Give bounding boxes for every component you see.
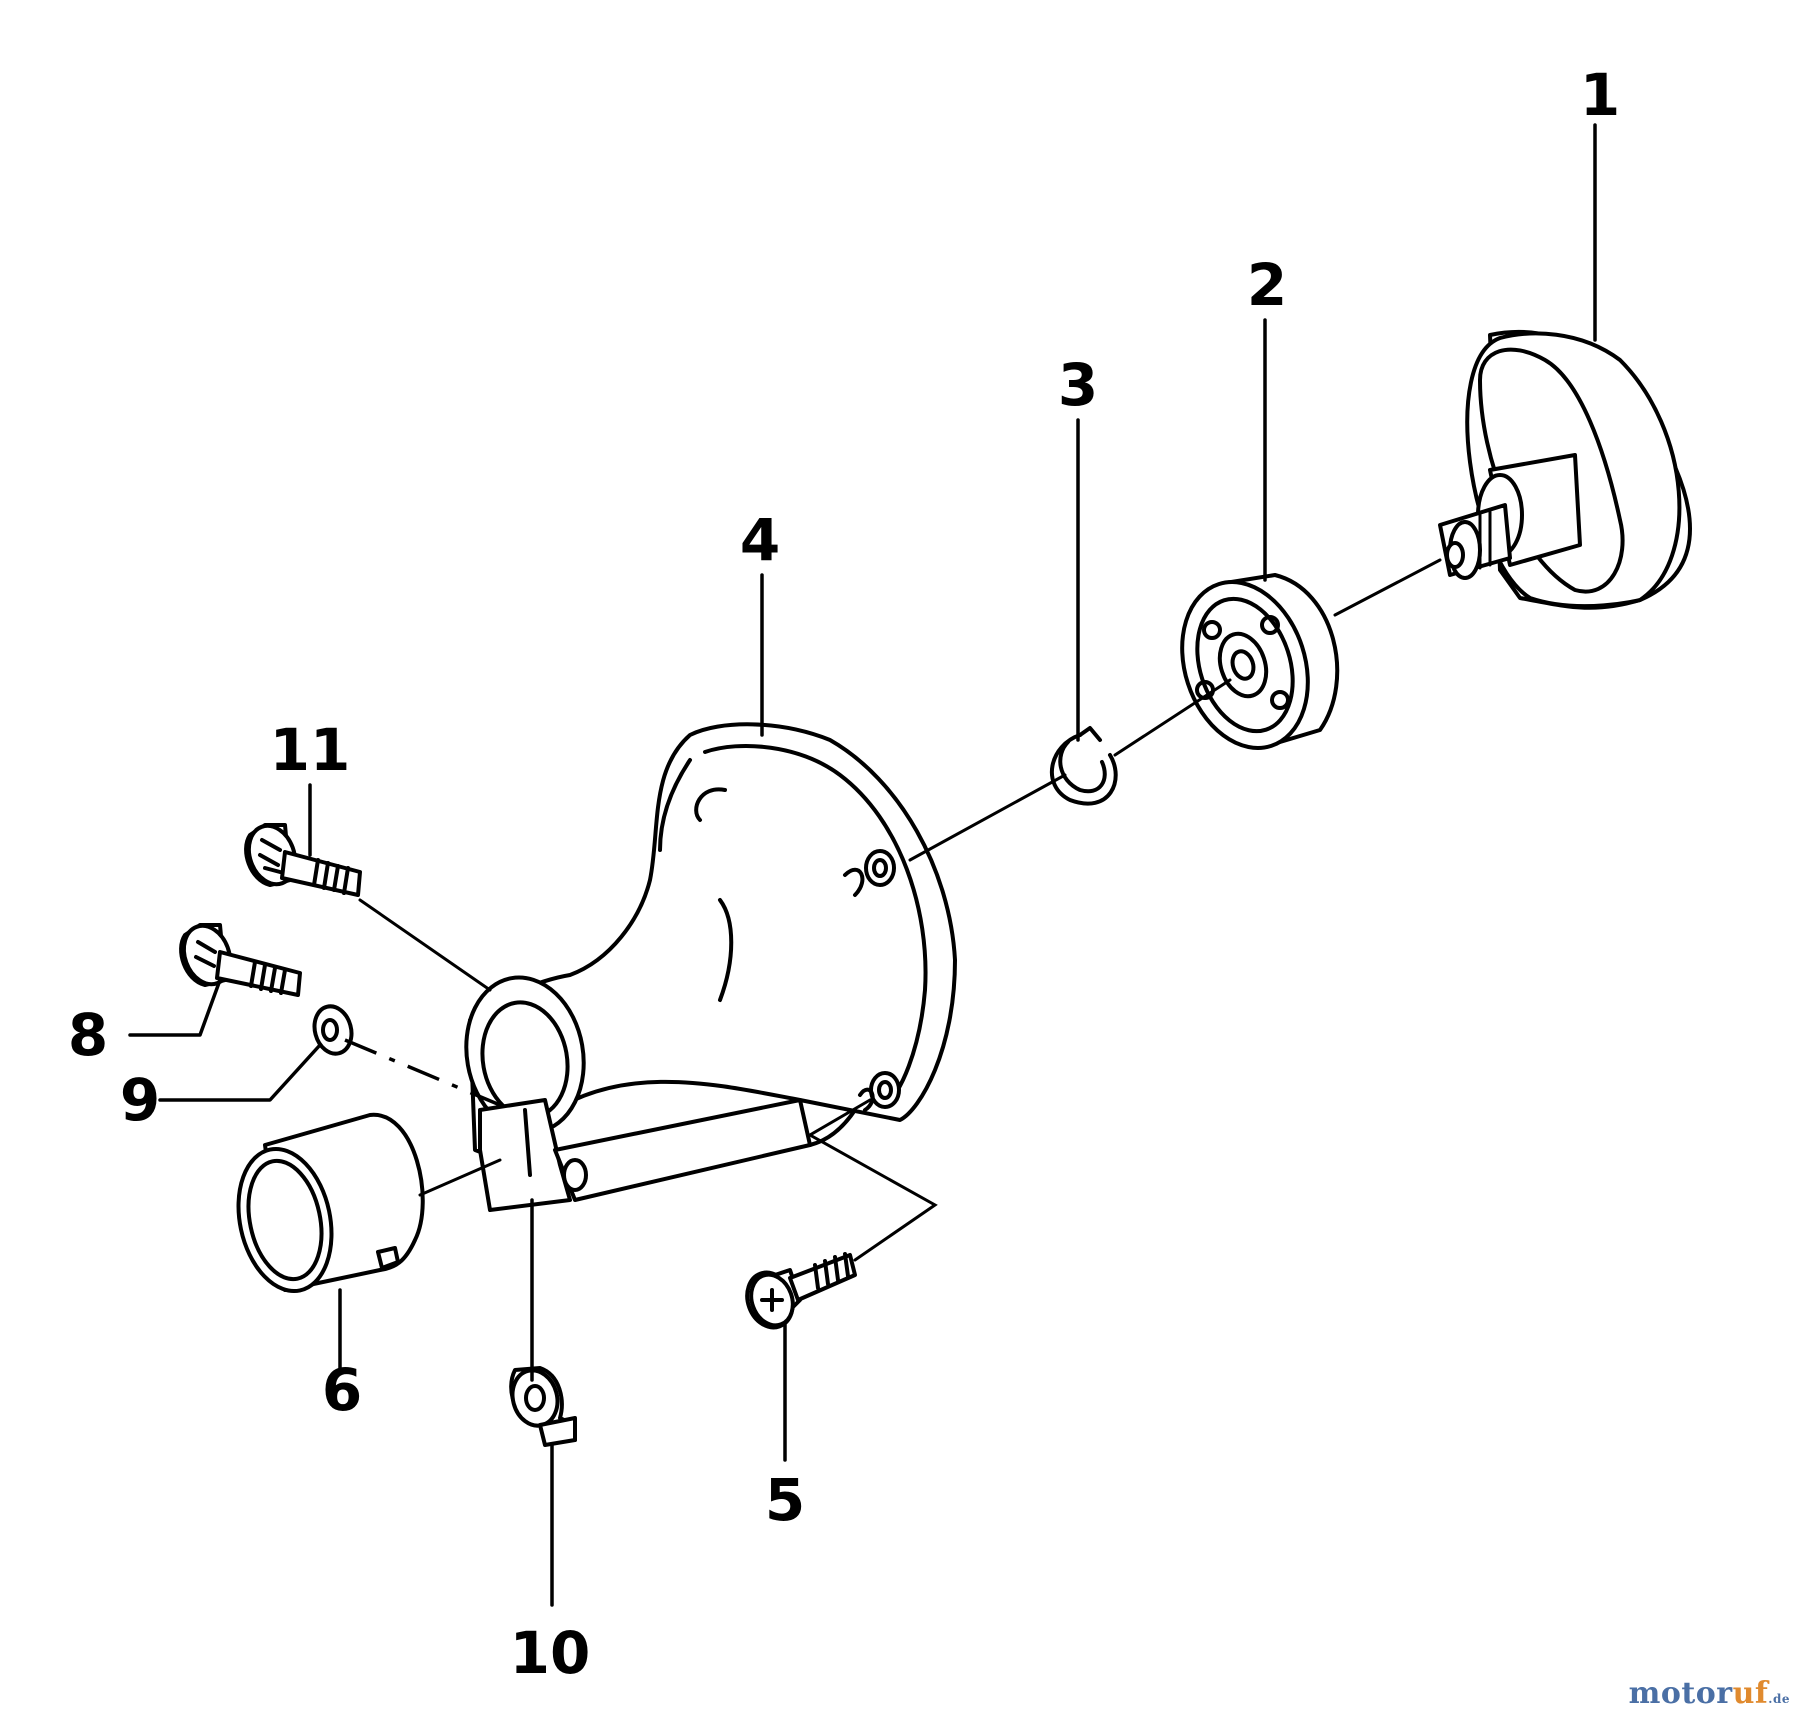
- callout-labels: 1 2 3 4 5 6 8 9 10 11: [68, 61, 1620, 1687]
- part-clutch-drum: [1438, 329, 1692, 610]
- watermark-logo: motoruf.de: [1629, 1676, 1790, 1711]
- callout-1: 1: [1580, 61, 1620, 129]
- callout-8: 8: [68, 1001, 108, 1069]
- callout-10: 10: [510, 1619, 591, 1687]
- watermark-part1: motor: [1628, 1676, 1733, 1711]
- part-ball-bearing: [1180, 573, 1340, 750]
- part-screw: [745, 1252, 857, 1330]
- part-sleeve: [236, 1112, 425, 1294]
- part-bolt-8: [179, 923, 302, 997]
- watermark-part3: .de: [1768, 1692, 1790, 1706]
- part-snap-ring: [1050, 726, 1118, 806]
- callout-11: 11: [270, 716, 351, 784]
- assembly-axis-lines: [344, 558, 1442, 1262]
- callout-6: 6: [322, 1356, 362, 1424]
- watermark-part2: uf: [1732, 1676, 1769, 1711]
- leader-lines: [128, 123, 1597, 1607]
- part-clutch-housing: [464, 722, 957, 1212]
- callout-2: 2: [1247, 251, 1287, 319]
- part-bolt-11: [244, 823, 362, 897]
- callout-4: 4: [740, 506, 780, 574]
- part-bracket: [509, 1366, 577, 1447]
- callout-5: 5: [765, 1466, 805, 1534]
- callout-3: 3: [1058, 351, 1098, 419]
- part-washer-9: [312, 1004, 354, 1056]
- callout-9: 9: [120, 1066, 160, 1134]
